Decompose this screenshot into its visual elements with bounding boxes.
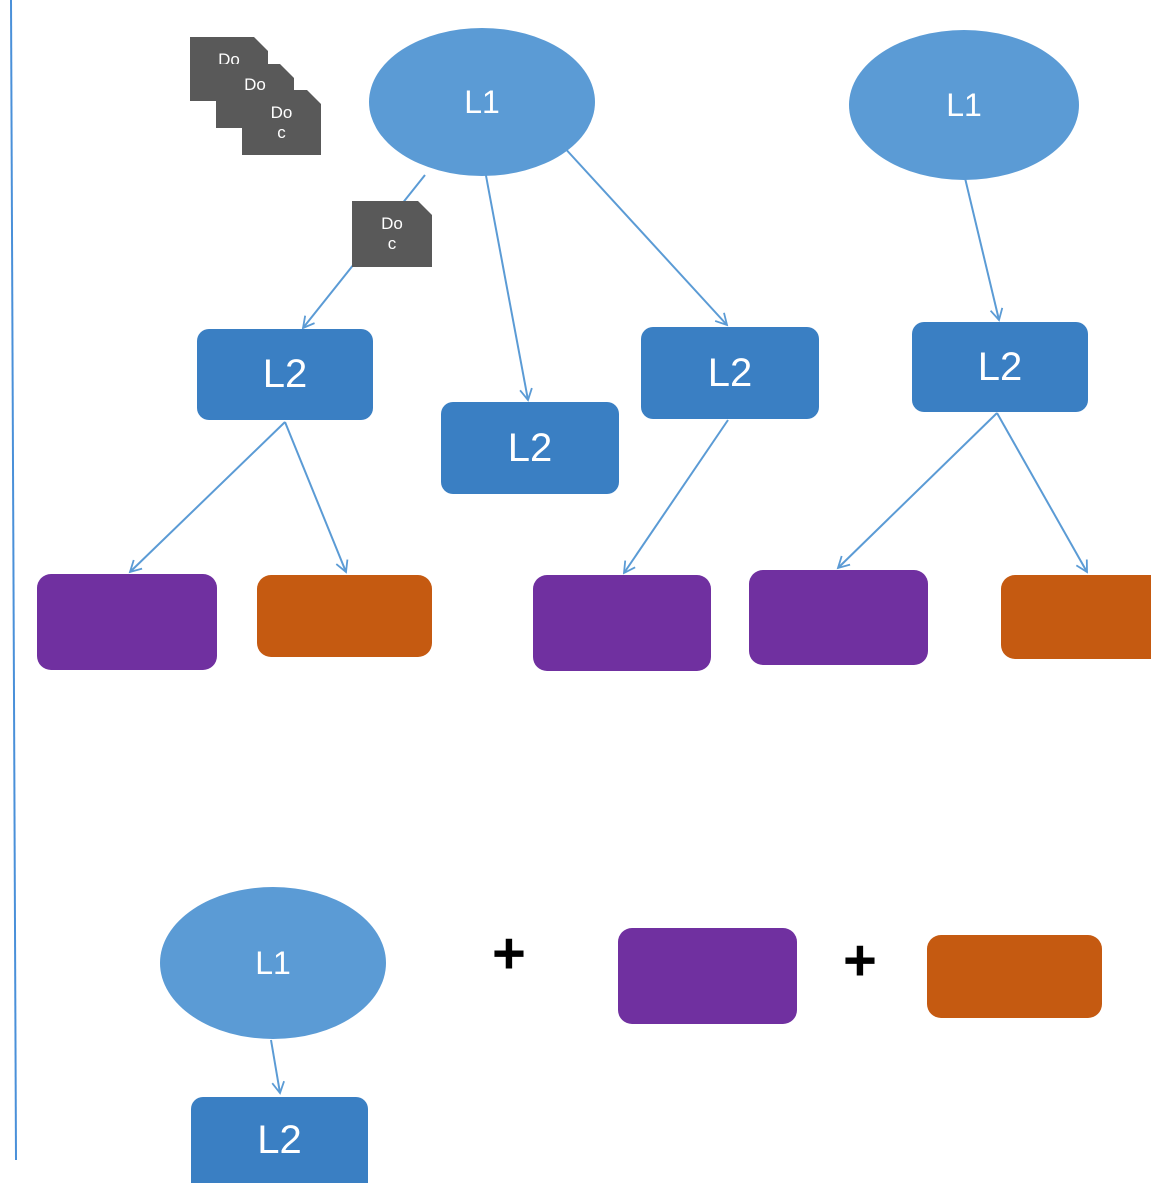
edge-bottom-l1-to-l2 <box>270 1039 285 1095</box>
node-label: L1 <box>946 86 982 123</box>
document-label-sub: c <box>387 234 397 253</box>
node-label: L1 <box>464 83 500 120</box>
edge-r-l1-to-l2 <box>964 177 1004 322</box>
node-label: L2 <box>507 425 553 470</box>
node-label: L2 <box>262 352 308 396</box>
node-label: L2 <box>707 350 753 395</box>
edge-l2-to-purple <box>128 421 286 574</box>
document-icon-on-edge: Do c <box>352 201 432 267</box>
node-label: L2 <box>257 1117 302 1162</box>
edge-r-l2-to-orange <box>996 412 1088 574</box>
edge-l1-to-l2-b <box>483 164 533 402</box>
node-label: L1 <box>255 944 291 981</box>
purple-leaf-2 <box>533 575 711 671</box>
l1-node-right: L1 <box>849 30 1079 180</box>
purple-leaf-3 <box>749 570 928 665</box>
l1-node-left: L1 <box>369 28 595 176</box>
orange-block-bottom <box>927 935 1102 1018</box>
l1-node-bottom: L1 <box>160 887 386 1039</box>
edge-r-l2-to-purple <box>836 412 998 570</box>
purple-block-bottom <box>618 928 797 1024</box>
l2-node-right: L2 <box>912 322 1088 412</box>
orange-leaf-2 <box>1001 575 1151 659</box>
plus-sign-2: + <box>843 928 877 993</box>
document-label: Do <box>270 102 293 122</box>
node-label: L2 <box>977 344 1023 389</box>
l2-node-left-a: L2 <box>197 329 373 420</box>
plus-sign-1: + <box>492 921 526 986</box>
l2-node-left-c: L2 <box>641 327 819 419</box>
document-label: Do <box>244 75 266 94</box>
document-icon-3: Do c <box>242 90 321 155</box>
edge-l2c-to-purple <box>622 419 729 575</box>
purple-leaf-1 <box>37 574 217 670</box>
l2-node-bottom: L2 <box>191 1097 368 1183</box>
document-label-sub: c <box>277 122 286 142</box>
edge-l2-to-orange <box>284 421 349 574</box>
l2-node-left-b: L2 <box>441 402 619 494</box>
orange-leaf-1 <box>257 575 432 657</box>
divider-line <box>10 0 17 1161</box>
document-label: Do <box>381 214 403 233</box>
edge-l1-to-l2-c <box>561 144 729 327</box>
